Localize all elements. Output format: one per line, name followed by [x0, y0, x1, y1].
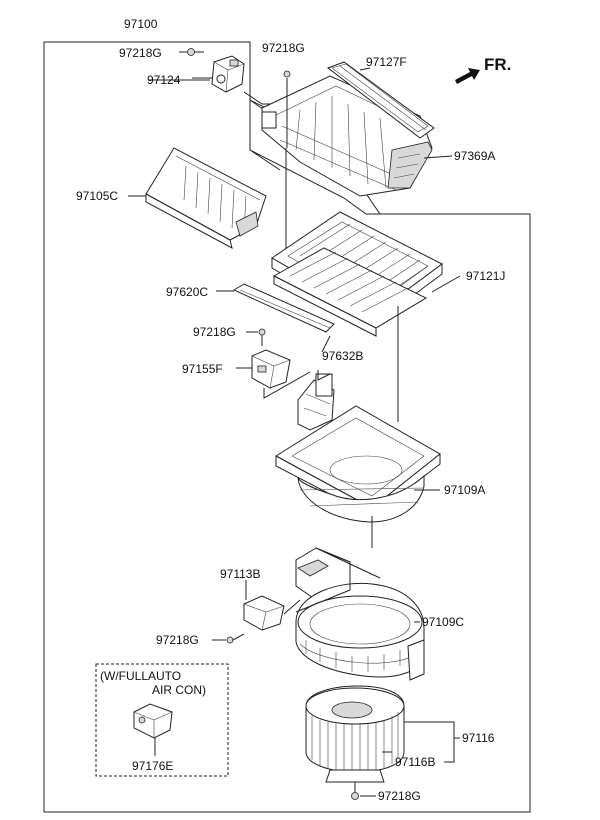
screw-icon — [226, 633, 245, 644]
front-direction-indicator: FR. — [455, 55, 511, 84]
actuator-97124 — [211, 55, 245, 93]
option-note-line1: (W/FULLAUTO — [100, 669, 181, 683]
label-97121j: 97121J — [466, 269, 505, 283]
upper-case-97109a — [275, 373, 441, 523]
front-direction-label: FR. — [484, 55, 511, 74]
label-97116: 97116 — [462, 731, 495, 745]
controller-97155f — [251, 349, 291, 389]
blower-motor-97116 — [305, 685, 405, 783]
label-97109a: 97109A — [444, 483, 485, 497]
label-97113b: 97113B — [220, 567, 260, 581]
actuator-97113b — [243, 595, 285, 631]
label-97218g-b: 97218G — [262, 41, 305, 55]
label-97176e: 97176E — [132, 759, 173, 773]
screw-icon — [187, 48, 204, 56]
label-97218g-e: 97218G — [378, 789, 421, 803]
screw-icon — [258, 328, 266, 346]
label-97116b: 97116B — [395, 755, 435, 769]
lower-case-97109c — [295, 547, 425, 681]
label-97218g-d: 97218G — [156, 633, 199, 647]
label-97218g-a: 97218G — [119, 46, 162, 60]
front-arrow-icon — [455, 68, 480, 84]
label-97155f: 97155F — [182, 362, 223, 376]
seal-strip-97620c — [232, 283, 335, 333]
filter-element-97632b — [272, 247, 428, 337]
label-97105c: 97105C — [76, 189, 118, 203]
label-97100: 97100 — [124, 17, 158, 31]
label-97124: 97124 — [147, 73, 181, 87]
screw-icon — [351, 782, 359, 800]
label-97109c: 97109C — [422, 615, 464, 629]
option-box: (W/FULLAUTO AIR CON) — [95, 663, 229, 777]
label-97218g-c: 97218G — [193, 325, 236, 339]
label-97127f: 97127F — [366, 55, 407, 69]
door-97127f — [326, 61, 435, 139]
label-97620c: 97620C — [166, 285, 208, 299]
filter-frame-97105c — [145, 147, 267, 249]
label-97632b: 97632B — [322, 349, 363, 363]
sensor-97176e — [133, 703, 173, 739]
option-note-line2: AIR CON) — [152, 683, 206, 697]
screw-icon — [283, 70, 291, 78]
label-97369a: 97369A — [454, 149, 495, 163]
